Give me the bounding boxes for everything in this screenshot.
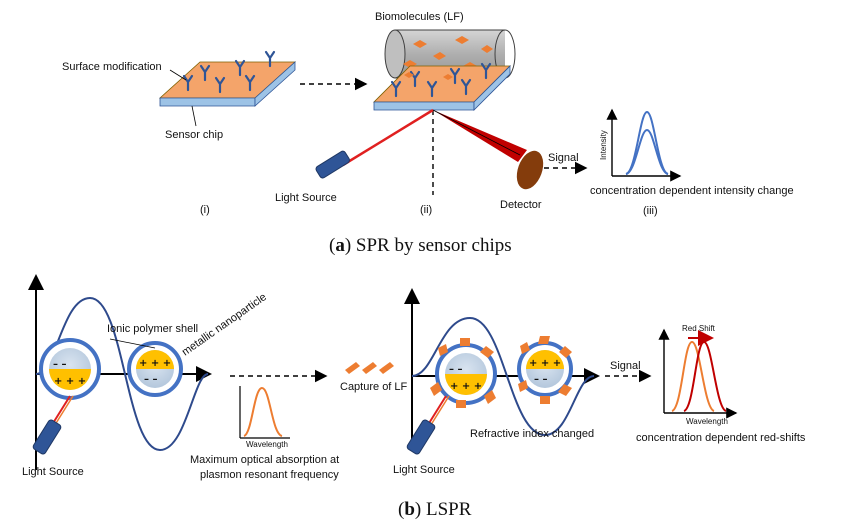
light-beam-b2-b: [428, 395, 450, 429]
step-i-label: (i): [200, 204, 210, 216]
surface-modification-label: Surface modification: [62, 61, 162, 73]
signal-label-a: Signal: [548, 152, 579, 164]
step-ii-label: (ii): [420, 204, 432, 216]
wavelength-1-label: Wavelength: [246, 440, 288, 449]
nanoparticle-1: – – + + +: [39, 338, 101, 400]
light-wave-1: [35, 296, 209, 452]
detector: [516, 150, 544, 190]
svg-text:– –: – –: [534, 374, 547, 385]
intensity-axis-label: Intensity: [599, 130, 608, 160]
caption-a-letter: a: [335, 235, 345, 256]
panel-b: – – + + + + + + – – Ionic polymer shell …: [22, 274, 806, 520]
np1-charge: + + +: [54, 376, 86, 387]
svg-text:– –: – –: [449, 364, 462, 375]
svg-text:– –: – –: [144, 374, 157, 385]
capture-lf-label: Capture of LF: [340, 381, 408, 393]
ionic-shell-pointer: [109, 338, 156, 349]
antibodies-ii: [390, 62, 492, 98]
reflected-laser-center: [432, 109, 521, 156]
np3-charge: + + +: [450, 381, 482, 392]
sensor-chip-pointer: [191, 105, 197, 127]
sensor-chip-label: Sensor chip: [165, 129, 223, 141]
max-absorption-line2: plasmon resonant frequency: [200, 469, 339, 481]
max-absorption-line1: Maximum optical absorption at: [190, 454, 339, 466]
ionic-shell-label: Ionic polymer shell: [107, 323, 198, 335]
nanoparticle-4-lf: [518, 336, 572, 404]
intensity-plot: [606, 108, 682, 182]
signal-label-b: Signal: [610, 360, 641, 372]
np2-charge: + + +: [139, 358, 171, 369]
panel-a: Surface modification Sensor chip (i) Bio…: [62, 11, 794, 256]
red-shift-plot: [658, 328, 738, 419]
red-shift-label: Red Shift: [682, 324, 716, 333]
caption-b-letter: b: [404, 499, 415, 520]
incident-laser: [342, 108, 434, 167]
light-source-b1: [32, 419, 62, 455]
sensor-chip-i: [158, 61, 297, 107]
biomolecules-label: Biomolecules (LF): [375, 11, 464, 23]
capture-lf-molecules: [345, 362, 394, 374]
reflected-laser: [433, 110, 527, 162]
red-shift-desc-label: concentration dependent red-shifts: [636, 432, 806, 444]
light-source-a-label: Light Source: [275, 192, 337, 204]
np4-charge: + + +: [529, 358, 561, 369]
light-source-b1-label: Light Source: [22, 466, 84, 478]
bound-lf-ii: [404, 72, 453, 80]
light-source-a: [315, 150, 350, 179]
detector-label: Detector: [500, 199, 542, 211]
absorption-plot: [239, 386, 290, 439]
intensity-change-label: concentration dependent intensity change: [590, 185, 794, 197]
light-wave-2: [411, 316, 595, 437]
nanoparticle-2: + + + – –: [127, 341, 183, 397]
nanoparticle-3-lf: [430, 338, 496, 408]
wavelength-2-label: Wavelength: [686, 417, 728, 426]
caption-b-text: LSPR: [421, 499, 471, 520]
light-source-b2: [406, 419, 436, 455]
surface-modification-pointer: [169, 69, 187, 81]
step-iii-label: (iii): [643, 205, 658, 217]
caption-a-text: SPR by sensor chips: [351, 235, 511, 256]
caption-b: (b) LSPR: [398, 499, 472, 520]
light-source-b2-label: Light Source: [393, 464, 455, 476]
refractive-label: Refractive index changed: [470, 428, 594, 440]
svg-text:– –: – –: [53, 359, 66, 370]
antibodies-i: [182, 50, 276, 94]
caption-a: (a) SPR by sensor chips: [329, 235, 512, 256]
